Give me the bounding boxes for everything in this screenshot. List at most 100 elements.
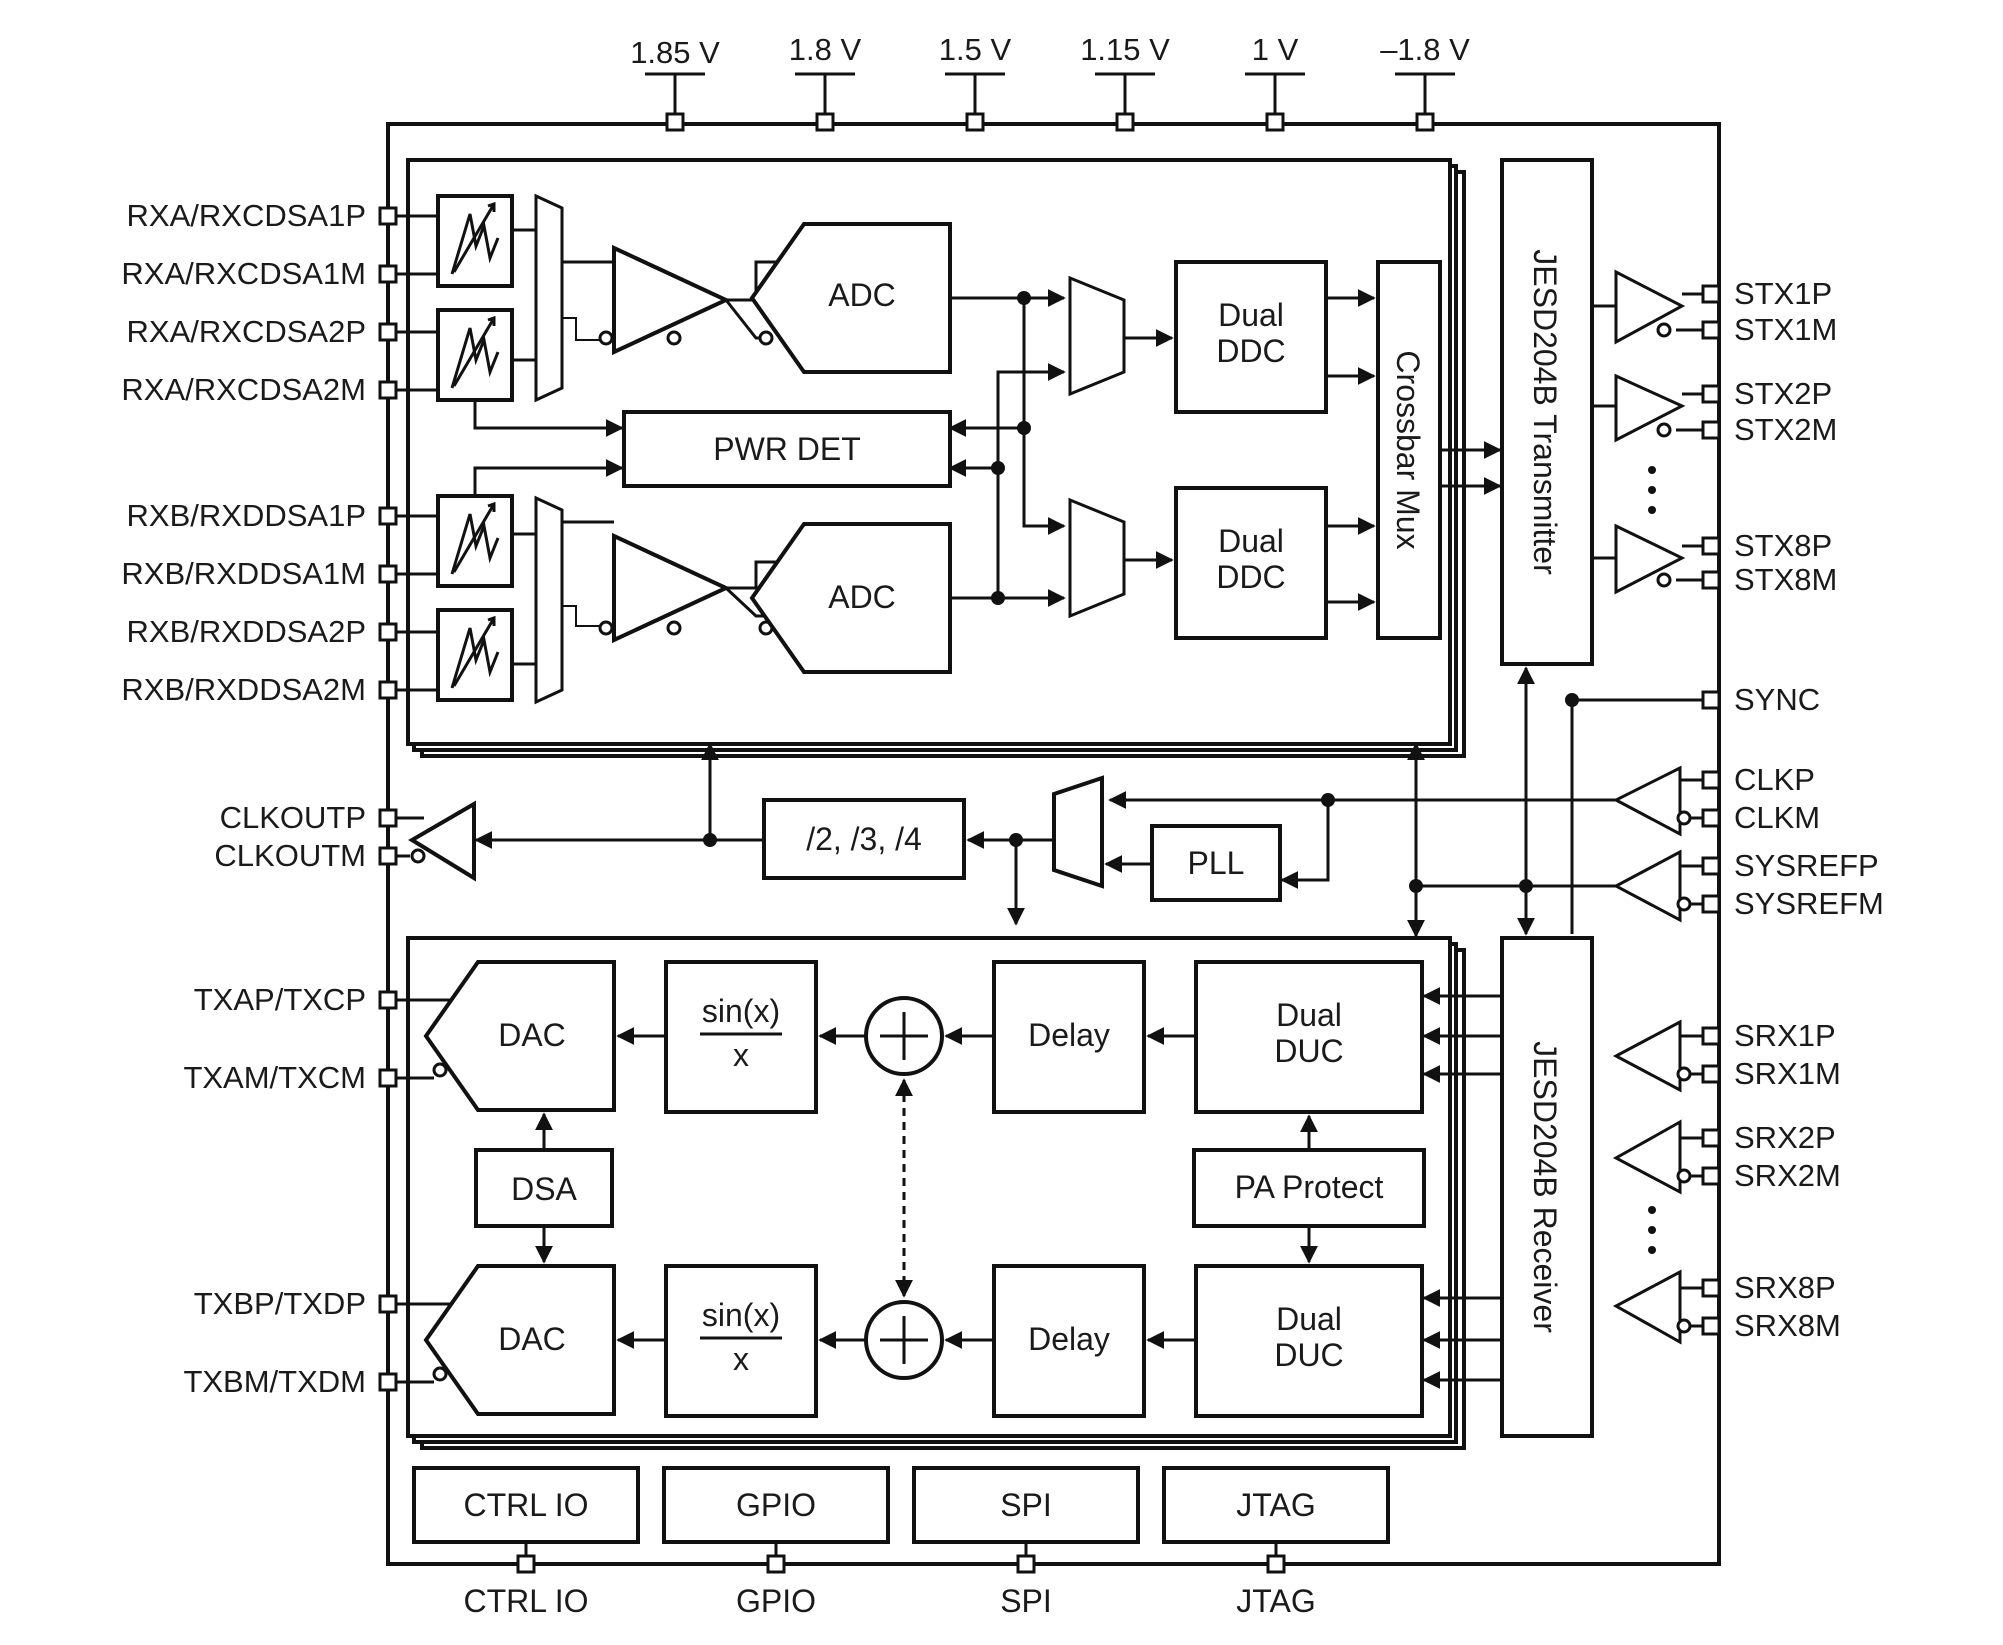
supply-label-6: –1.8 V: [1380, 32, 1470, 67]
pin-srx2p: SRX2P: [1734, 1120, 1836, 1155]
pin-srx8p: SRX8P: [1734, 1270, 1836, 1305]
supply-label-1: 1.85 V: [630, 35, 720, 70]
sync-pin: SYNC: [1565, 682, 1820, 934]
pin-rxa2m: RXA/RXCDSA2M: [121, 372, 366, 407]
rx-pins: RXA/RXCDSA1P RXA/RXCDSA1M RXA/RXCDSA2P R…: [121, 198, 438, 707]
pin-stx1p: STX1P: [1734, 276, 1832, 311]
pwr-det-label: PWR DET: [713, 431, 861, 467]
rx-adcs: ADC ADC: [749, 222, 952, 674]
pa-protect-block: PA Protect: [1192, 1114, 1426, 1264]
supply-label-2: 1.8 V: [789, 32, 862, 67]
dac-top-label: DAC: [498, 1017, 566, 1053]
pwr-det-block: PWR DET: [473, 400, 952, 496]
rx-ddcs: Dual DDC Dual DDC: [1174, 260, 1376, 640]
pin-txbp: TXBP/TXDP: [194, 1286, 366, 1321]
power-supplies: 1.85 V 1.8 V 1.5 V 1.15 V 1 V –1.8 V: [630, 32, 1470, 132]
pin-rxb1p: RXB/RXDDSA1P: [127, 498, 366, 533]
pin-srx1m: SRX1M: [1734, 1056, 1841, 1091]
pin-clkp: CLKP: [1734, 762, 1815, 797]
rx-ddc-muxes: [1068, 275, 1174, 619]
interfaces: CTRL IO GPIO SPI JTAG CTRL IO GPIO SPI J…: [412, 1466, 1390, 1619]
duc-top-line1: Dual: [1276, 997, 1342, 1033]
stx-outputs: STX1P STX1M STX2P STX2M STX8P STX8M: [1592, 269, 1837, 597]
pin-txap: TXAP/TXCP: [194, 982, 366, 1017]
adc-top-label: ADC: [828, 277, 896, 313]
duc-top-line2: DUC: [1274, 1033, 1343, 1069]
tx-ducs: Dual DUC Dual DUC: [1146, 960, 1424, 1418]
pin-sysrefm: SYSREFM: [1734, 886, 1884, 921]
delay-bottom-label: Delay: [1028, 1321, 1110, 1357]
pin-srx1p: SRX1P: [1734, 1018, 1836, 1053]
tx-pins: TXAP/TXCP TXAM/TXCM TXBP/TXDP TXBM/TXDM: [183, 982, 450, 1399]
sinx-top-den: x: [733, 1037, 749, 1073]
ddc-bottom-line2: DDC: [1216, 559, 1285, 595]
pin-stx8m: STX8M: [1734, 562, 1837, 597]
pll-label: PLL: [1188, 845, 1245, 881]
pin-rxb1m: RXB/RXDDSA1M: [121, 556, 366, 591]
rx-section: RXA/RXCDSA1P RXA/RXCDSA1M RXA/RXCDSA2P R…: [121, 158, 1502, 758]
jesd-transmitter: JESD204B Transmitter: [1500, 158, 1594, 666]
jesd-receiver: JESD204B Receiver: [1500, 936, 1594, 1438]
pin-ctrl-io: CTRL IO: [463, 1583, 588, 1619]
ddc-top-line2: DDC: [1216, 333, 1285, 369]
pin-stx8p: STX8P: [1734, 528, 1832, 563]
jtag-block: [1162, 1466, 1390, 1544]
pin-rxa2p: RXA/RXCDSA2P: [127, 314, 366, 349]
pin-stx2p: STX2P: [1734, 376, 1832, 411]
crossbar-label: Crossbar Mux: [1390, 350, 1426, 549]
ctrl-io-block: [412, 1466, 640, 1544]
pin-sync: SYNC: [1734, 682, 1820, 717]
divider-block: [762, 798, 966, 880]
crossbar-mux: Crossbar Mux: [1376, 260, 1502, 640]
rx-dsa-attenuators: [436, 194, 536, 702]
srx-inputs: SRX1P SRX1M SRX2P SRX2M SRX8P SRX8M: [1612, 1018, 1841, 1345]
gpio-label: GPIO: [736, 1487, 816, 1523]
spi-label: SPI: [1000, 1487, 1052, 1523]
pin-rxa1m: RXA/RXCDSA1M: [121, 256, 366, 291]
supply-label-3: 1.5 V: [939, 32, 1012, 67]
pin-rxb2m: RXB/RXDDSA2M: [121, 672, 366, 707]
clkout-driver: CLKOUTP CLKOUTM: [214, 800, 476, 882]
divider-label: /2, /3, /4: [806, 821, 922, 857]
dsa-label: DSA: [511, 1171, 577, 1207]
duc-bottom-line1: Dual: [1276, 1301, 1342, 1337]
supply-label-5: 1 V: [1252, 32, 1299, 67]
pin-txam: TXAM/TXCM: [183, 1060, 366, 1095]
pin-stx2m: STX2M: [1734, 412, 1837, 447]
ddc-top-line1: Dual: [1218, 297, 1284, 333]
tx-delays: Delay Delay: [944, 960, 1146, 1418]
adc-bottom-label: ADC: [828, 579, 896, 615]
pin-clkm: CLKM: [1734, 800, 1820, 835]
supply-label-4: 1.15 V: [1080, 32, 1170, 67]
tx-section: TXAP/TXCP TXAM/TXCM TXBP/TXDP TXBM/TXDM …: [183, 936, 1502, 1450]
clock-path: PLL /2, /3, /4: [474, 742, 1282, 926]
sinx-bottom-den: x: [733, 1341, 749, 1377]
ddc-bottom-line1: Dual: [1218, 523, 1284, 559]
pin-srx8m: SRX8M: [1734, 1308, 1841, 1343]
sinx-top-num: sin(x): [702, 993, 780, 1029]
duc-bottom-line2: DUC: [1274, 1337, 1343, 1373]
tx-adders: [818, 996, 944, 1380]
pin-stx1m: STX1M: [1734, 312, 1837, 347]
pin-gpio: GPIO: [736, 1583, 816, 1619]
tx-jesd-routing: [1422, 987, 1502, 1389]
pin-sysrefp: SYSREFP: [1734, 848, 1879, 883]
pa-protect-label: PA Protect: [1235, 1169, 1384, 1205]
jesd-tx-label: JESD204B Transmitter: [1527, 249, 1563, 575]
tx-dsa: DSA: [474, 1112, 614, 1264]
pin-jtag: JTAG: [1236, 1583, 1315, 1619]
ctrl-io-label: CTRL IO: [463, 1487, 588, 1523]
jesd-rx-label: JESD204B Receiver: [1527, 1041, 1563, 1333]
pin-srx2m: SRX2M: [1734, 1158, 1841, 1193]
gpio-block: [662, 1466, 890, 1544]
tx-sinx-blocks: sin(x) x sin(x) x: [616, 960, 818, 1418]
dac-bottom-label: DAC: [498, 1321, 566, 1357]
sinx-bottom-num: sin(x): [702, 1297, 780, 1333]
pin-rxa1p: RXA/RXCDSA1P: [127, 198, 366, 233]
delay-top-label: Delay: [1028, 1017, 1110, 1053]
pin-clkoutp: CLKOUTP: [220, 800, 366, 835]
jtag-label: JTAG: [1236, 1487, 1315, 1523]
rx-adc-routing: [948, 289, 1066, 607]
pin-txbm: TXBM/TXDM: [183, 1364, 366, 1399]
